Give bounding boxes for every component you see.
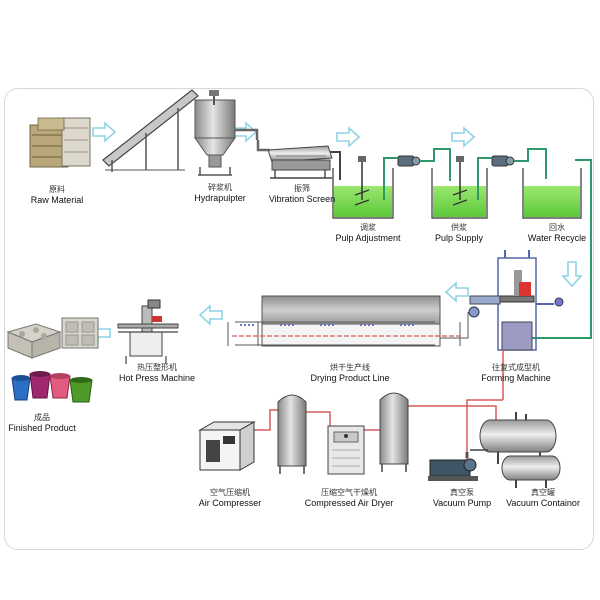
label-cn: 调浆 bbox=[360, 223, 376, 232]
drying-oven bbox=[227, 295, 469, 347]
label-cn: 烘干生产线 bbox=[330, 363, 370, 372]
label-en: Hydrapulpter bbox=[194, 193, 246, 203]
forming-machine bbox=[468, 250, 564, 351]
label-en: Forming Machine bbox=[481, 373, 551, 383]
label-cn: 原料 bbox=[49, 185, 65, 194]
diagram-frame bbox=[4, 88, 594, 550]
label-cn: 碎浆机 bbox=[208, 183, 232, 192]
label-air-dryer: 压缩空气干燥机 Compressed Air Dryer bbox=[294, 487, 404, 509]
label-vacuum-container: 真空罐 Vacuum Containor bbox=[500, 487, 586, 509]
label-cn: 供浆 bbox=[451, 223, 467, 232]
flow-arrow bbox=[198, 304, 223, 326]
label-en: Drying Product Line bbox=[310, 373, 390, 383]
air-receiver-tank bbox=[277, 394, 307, 474]
label-en: Air Compresser bbox=[198, 498, 262, 508]
vibration-screen-machine bbox=[256, 140, 333, 179]
air-compressor-machine bbox=[198, 421, 256, 471]
label-en: Hot Press Machine bbox=[118, 373, 196, 383]
label-en: Compressed Air Dryer bbox=[304, 498, 394, 508]
label-en: Vibration Screen bbox=[268, 194, 336, 204]
label-cn: 成品 bbox=[34, 413, 50, 422]
flow-arrow bbox=[444, 281, 469, 303]
label-finished-product: 成品 Finished Product bbox=[2, 412, 82, 434]
label-vibration-screen: 振筛 Vibration Screen bbox=[262, 183, 342, 205]
label-vacuum-pump: 真空泵 Vacuum Pump bbox=[422, 487, 502, 509]
label-pulp-adjustment: 调浆 Pulp Adjustment bbox=[328, 222, 408, 244]
label-forming-machine: 往复式成型机 Forming Machine bbox=[476, 362, 556, 384]
label-cn: 往复式成型机 bbox=[492, 363, 540, 372]
label-cn: 热压整形机 bbox=[137, 363, 177, 372]
conveyor-belt bbox=[102, 89, 199, 172]
air-receiver-tank bbox=[379, 392, 409, 472]
label-en: Pulp Adjustment bbox=[335, 233, 401, 243]
label-water-recycle: 回水 Water Recycle bbox=[518, 222, 596, 244]
hydrapulper-machine bbox=[194, 90, 259, 176]
flow-arrow bbox=[561, 261, 583, 288]
label-cn: 振筛 bbox=[294, 184, 310, 193]
label-cn: 空气压缩机 bbox=[210, 488, 250, 497]
flow-arrow bbox=[233, 121, 258, 143]
label-hydrapulpter: 碎浆机 Hydrapulpter bbox=[180, 182, 260, 204]
label-en: Vacuum Pump bbox=[432, 498, 492, 508]
vacuum-container-small bbox=[501, 455, 561, 488]
hot-press-machine bbox=[117, 299, 179, 364]
label-cn: 真空罐 bbox=[531, 488, 555, 497]
flow-arrow bbox=[451, 126, 476, 148]
transfer-pump bbox=[491, 155, 515, 167]
label-en: Pulp Supply bbox=[434, 233, 484, 243]
label-hot-press: 热压整形机 Hot Press Machine bbox=[112, 362, 202, 384]
pulp-supply-tank bbox=[431, 156, 488, 219]
label-en: Raw Material bbox=[30, 195, 84, 205]
label-drying-line: 烘干生产线 Drying Product Line bbox=[300, 362, 400, 384]
vacuum-pump-machine bbox=[428, 452, 478, 481]
label-cn: 真空泵 bbox=[450, 488, 474, 497]
flow-arrow bbox=[336, 126, 361, 148]
water-recycle-tank bbox=[522, 168, 582, 219]
raw-material-image bbox=[29, 117, 91, 168]
label-air-compressor: 空气压缩机 Air Compresser bbox=[190, 487, 270, 509]
label-cn: 回水 bbox=[549, 223, 565, 232]
label-en: Vacuum Containor bbox=[506, 498, 580, 508]
label-raw-material: 原料 Raw Material bbox=[22, 184, 92, 206]
air-dryer-machine bbox=[327, 425, 365, 475]
label-pulp-supply: 供浆 Pulp Supply bbox=[424, 222, 494, 244]
finished-product-trays bbox=[6, 317, 99, 359]
flow-arrow bbox=[92, 121, 117, 143]
label-cn: 压缩空气干燥机 bbox=[321, 488, 377, 497]
label-en: Water Recycle bbox=[527, 233, 587, 243]
finished-product-pots bbox=[11, 371, 93, 403]
pulp-adjustment-tank bbox=[332, 156, 394, 219]
label-en: Finished Product bbox=[8, 423, 76, 433]
transfer-pump bbox=[397, 155, 421, 167]
